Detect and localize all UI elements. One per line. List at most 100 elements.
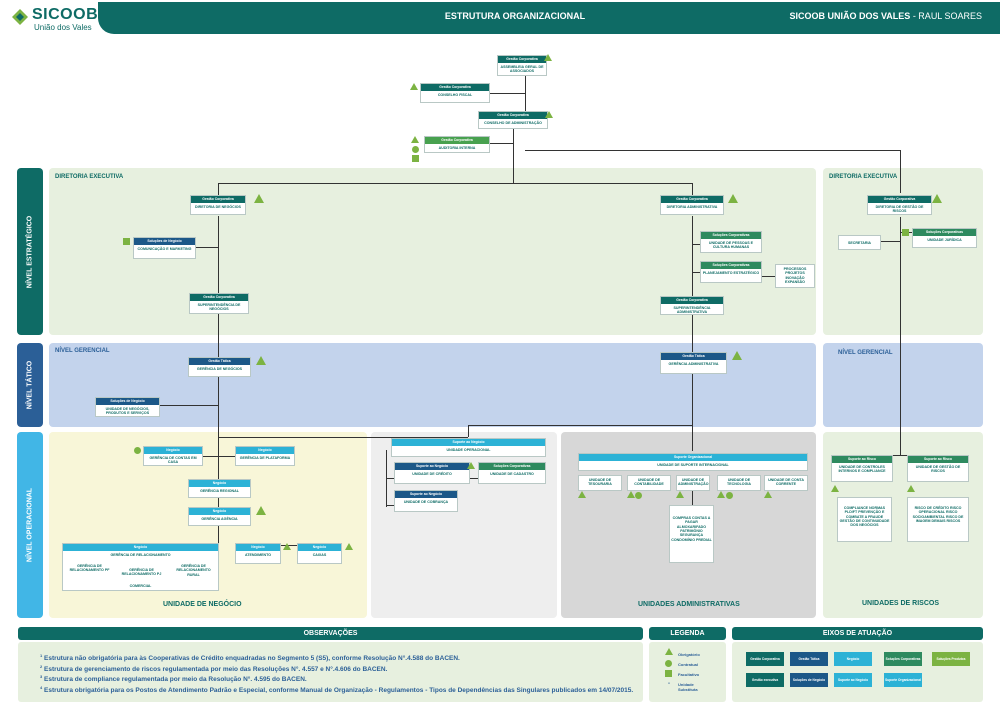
contratual-icon [635, 492, 642, 499]
eixo-chip: Suporte Organizacional [884, 673, 922, 687]
observacao-item: 4 Estrutura obrigatória para os Postos d… [40, 684, 634, 694]
eixo-chip: Gestão Tática [790, 652, 828, 666]
legenda-facultativo: Facultativo [678, 672, 700, 677]
obrigatorio-icon [544, 54, 552, 61]
connector [692, 314, 693, 352]
obrigatorio-icon [545, 111, 553, 118]
logo-subtitle: União dos Vales [34, 23, 92, 32]
connector [470, 478, 478, 479]
connector [513, 128, 514, 183]
node-secretaria[interactable]: SECRETARIA [838, 235, 881, 250]
connector [692, 244, 700, 245]
eixo-chip: Soluções de Negócio [790, 673, 828, 687]
panel-suporte-negocio [371, 432, 557, 618]
connector [218, 216, 219, 293]
node-tesouraria[interactable]: UNIDADE DE TESOURARIA [578, 475, 622, 491]
obrigatorio-icon [665, 648, 673, 655]
eixo-chip: Soluções Produtos [932, 652, 970, 666]
connector [862, 455, 938, 456]
panel-title-gerencial: NÍVEL GERENCIAL [55, 348, 110, 354]
connector [900, 217, 901, 455]
connector [386, 505, 394, 506]
node-contas-correntes[interactable]: UNIDADE DE CONTA CORRENTE [764, 475, 808, 491]
contratual-icon [412, 146, 419, 153]
obrigatorio-icon [676, 491, 684, 498]
connector [692, 183, 693, 195]
obrigatorio-icon [256, 506, 266, 515]
node-administrativa[interactable]: UNIDADE DE ADMINISTRAÇÃO [676, 475, 710, 491]
legenda-panel: Obrigatório Contratual Facultativo - Uni… [649, 642, 726, 702]
connector [762, 276, 775, 277]
panel-title-gerencial-riscos: NÍVEL GERENCIAL [838, 350, 893, 356]
obrigatorio-icon [345, 543, 353, 550]
connector [218, 314, 219, 357]
node-gerencia-relacionamento[interactable]: Negócio GERÊNCIA DE RELACIONAMENTO GERÊN… [62, 543, 219, 591]
obrigatorio-icon [627, 491, 635, 498]
panel-title-unidade-negocio: UNIDADE DE NEGÓCIO [163, 601, 242, 608]
obrigatorio-icon [410, 83, 418, 90]
node-rel-rural: GERÊNCIA DE RELACIONAMENTO RURAL [176, 564, 211, 577]
eixo-chip: Soluções Corporativas [884, 652, 922, 666]
obrigatorio-icon [254, 194, 264, 203]
node-contabilidade[interactable]: UNIDADE DE CONTABILIDADE [627, 475, 671, 491]
connector [196, 247, 218, 248]
node-processos[interactable]: PROCESSOS PROJETOS INOVAÇÃO EXPANSÃO [775, 264, 815, 288]
connector [386, 478, 394, 479]
contratual-icon [726, 492, 733, 499]
facultativo-icon [412, 155, 419, 162]
eixo-chip: Gestão executiva [746, 673, 784, 687]
sicoob-logo-icon [12, 9, 28, 25]
eixo-chip: Suporte ao Negócio [834, 673, 872, 687]
legenda-header: LEGENDA [649, 627, 726, 640]
legenda-obrigatorio: Obrigatório [678, 652, 700, 657]
connector [900, 150, 901, 193]
obrigatorio-icon [831, 485, 839, 492]
connector [218, 437, 468, 438]
connector [692, 485, 693, 505]
connector [468, 425, 469, 437]
node-compras[interactable]: COMPRAS CONTAS A PAGAR ALMOXARIFADO PATR… [669, 505, 714, 563]
connector [218, 183, 219, 195]
obrigatorio-icon [728, 194, 738, 203]
obrigatorio-icon [732, 351, 742, 360]
eixo-chip: Negócio [834, 652, 872, 666]
connector [203, 456, 235, 457]
observacao-item: 3 Estrutura de compliance regulamentada … [40, 674, 307, 684]
connector [490, 143, 513, 144]
legenda-unidade-substituta: Unidade Substituta [678, 682, 698, 692]
node-tecnologia[interactable]: UNIDADE DE TECNOLOGIA [717, 475, 761, 491]
substituta-icon: - [668, 681, 670, 687]
contratual-icon [665, 660, 672, 667]
node-comercial: COMERCIAL [129, 584, 152, 588]
page-title: ESTRUTURA ORGANIZACIONAL [444, 11, 586, 21]
